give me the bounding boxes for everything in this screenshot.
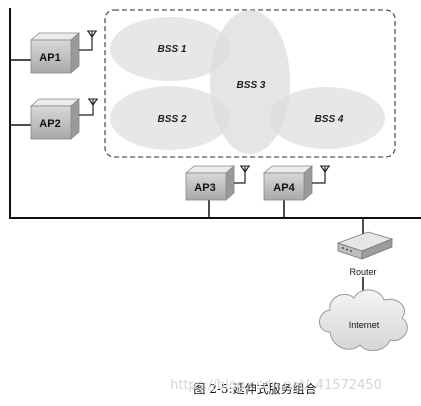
router-label: Router [349, 267, 376, 277]
ap3-antenna-icon [240, 165, 250, 174]
wired-backbone [9, 8, 421, 294]
ap1-antenna-icon [87, 30, 97, 39]
bss-2-label: BSS 2 [158, 114, 187, 125]
bss-3-label: BSS 3 [237, 80, 266, 91]
ap3-label: AP3 [194, 182, 215, 194]
ap4-label: AP4 [273, 182, 295, 194]
ap1-device [29, 30, 97, 74]
router-icon [336, 231, 394, 260]
ap2-device [29, 98, 98, 140]
bss-1-label: BSS 1 [158, 44, 187, 55]
ap4-device [262, 165, 330, 201]
internet-label: Internet [349, 320, 380, 330]
ap3-device [184, 165, 250, 201]
bss-3-area [210, 10, 290, 154]
bss-4-label: BSS 4 [315, 114, 344, 125]
internet-cloud-icon [319, 289, 408, 352]
ap4-antenna-icon [320, 165, 330, 174]
ap2-label: AP2 [39, 118, 60, 130]
bss-4-area [269, 87, 385, 149]
ap2-antenna-icon [88, 98, 98, 107]
bss-2-area [110, 86, 230, 150]
figure-caption: 图 2-5:延伸式服务组合 [193, 381, 316, 396]
watermark: https://blog.csdn.net/_41572450 [170, 378, 382, 393]
ap1-label: AP1 [39, 52, 60, 64]
bss-1-area [110, 17, 230, 81]
bss-coverage-areas [110, 10, 385, 154]
